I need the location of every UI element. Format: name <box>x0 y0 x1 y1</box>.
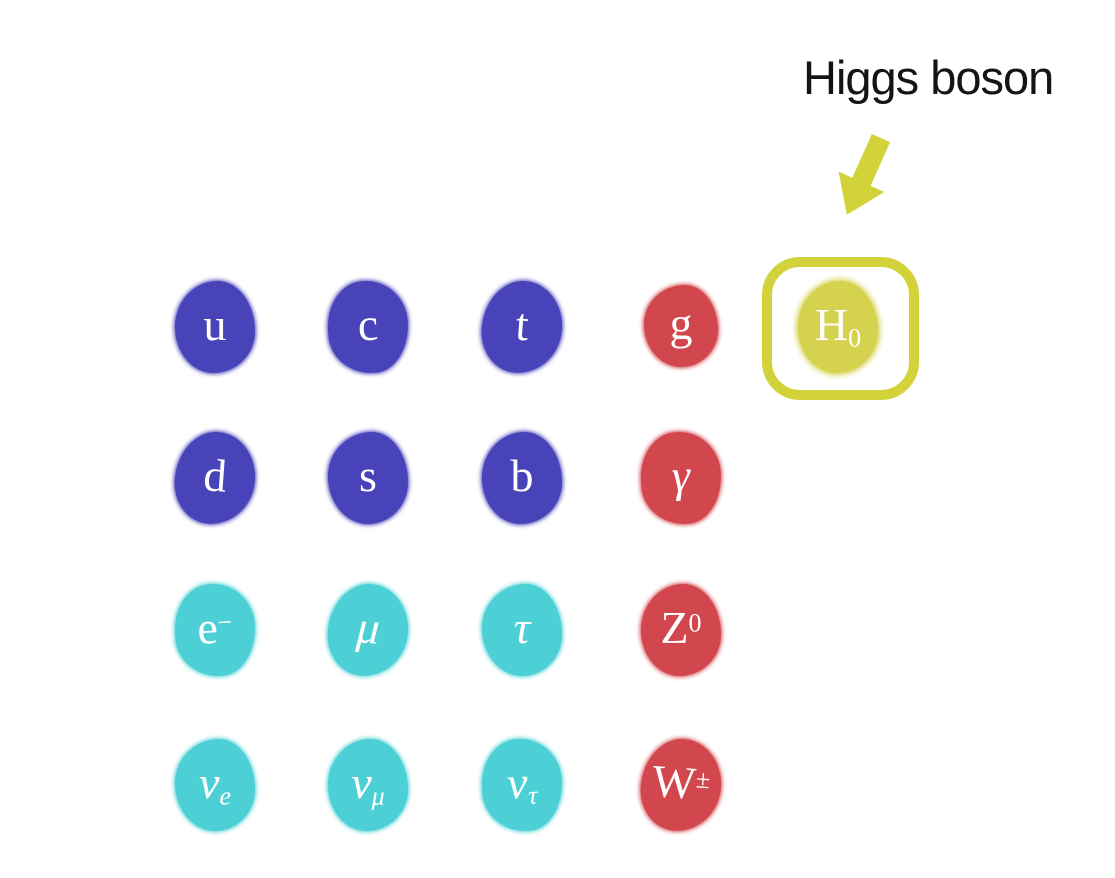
particle-bottom-quark: b <box>482 432 562 524</box>
particle-symbol: u <box>203 299 227 351</box>
particle-symbol: e− <box>196 602 233 655</box>
down-arrow-icon <box>820 126 907 226</box>
particle-symbol: μ <box>354 601 382 654</box>
particle-symbol: s <box>359 450 377 502</box>
particle-symbol: νe <box>199 757 231 811</box>
particle-symbol: ντ <box>505 756 539 811</box>
particle-photon: γ <box>638 429 724 527</box>
higgs-boson-label: Higgs boson <box>803 51 1054 104</box>
particle-top-quark: t <box>478 278 566 376</box>
particle-electron-neutrino: νe <box>175 739 255 831</box>
particle-up-quark: u <box>175 281 255 373</box>
particle-w-boson: W± <box>637 736 725 834</box>
particle-muon-neutrino: νμ <box>328 739 408 831</box>
particle-higgs-boson: H0 <box>798 281 878 373</box>
particle-tau-neutrino: ντ <box>479 736 565 834</box>
higgs-highlight-box <box>762 257 919 400</box>
particle-symbol: c <box>356 298 380 351</box>
particle-symbol: Z0 <box>660 602 702 654</box>
particle-tau: τ <box>482 584 562 676</box>
particle-z-boson: Z0 <box>641 584 721 676</box>
particle-symbol: W± <box>650 755 712 810</box>
particle-muon: μ <box>324 581 412 679</box>
particle-symbol: τ <box>513 602 531 654</box>
particle-symbol: H0 <box>814 299 862 353</box>
particle-charm-quark: c <box>325 278 411 376</box>
particle-symbol: d <box>201 449 229 502</box>
particle-symbol: g <box>669 298 693 350</box>
particle-electron: e− <box>172 581 258 679</box>
particle-down-quark: d <box>171 429 259 527</box>
particle-strange-quark: s <box>328 432 408 524</box>
particle-symbol: t <box>514 298 531 351</box>
particle-symbol: νμ <box>351 757 385 811</box>
particle-symbol: γ <box>670 449 692 502</box>
particle-gluon: g <box>644 285 718 367</box>
particle-symbol: b <box>510 450 534 502</box>
